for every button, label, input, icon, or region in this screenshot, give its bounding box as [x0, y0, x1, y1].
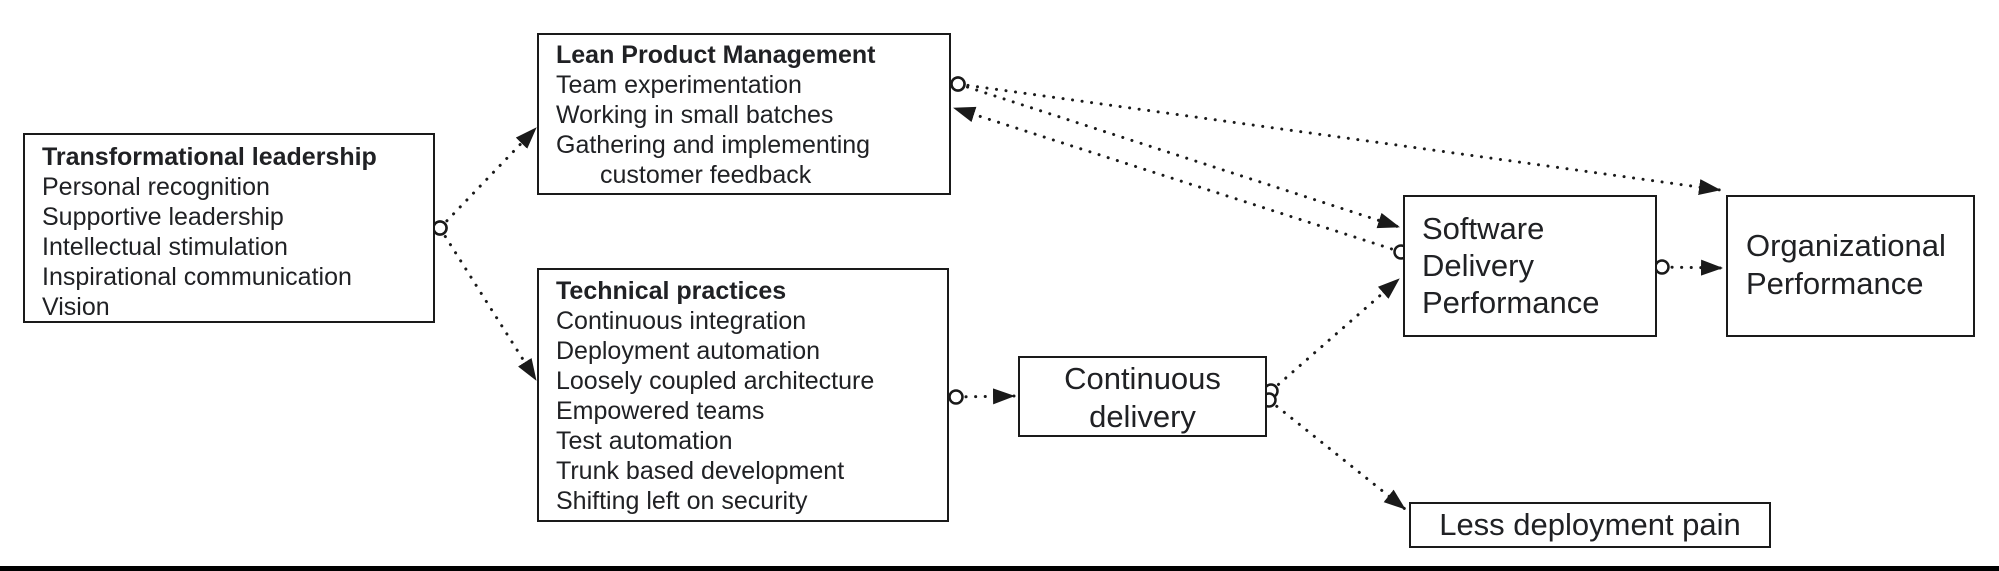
- box-item: Personal recognition: [42, 173, 270, 201]
- box-lean-product-management: Lean Product Management Team experimenta…: [537, 33, 951, 195]
- box-label-line: Delivery: [1422, 248, 1534, 283]
- box-item: Intellectual stimulation: [42, 233, 288, 261]
- box-item: Gathering and implementing: [556, 131, 871, 159]
- edge-software-delivery-performance-to-lean-product-management: [952, 106, 1393, 251]
- box-item-continuation: customer feedback: [600, 161, 812, 189]
- bottom-rule: [0, 566, 1999, 571]
- box-transformational-leadership: Transformational leadership Personal rec…: [23, 133, 435, 323]
- box-label-line: delivery: [1089, 399, 1196, 434]
- box-item: Vision: [42, 293, 110, 321]
- edge-technical-practices-to-continuous-delivery: [964, 388, 1016, 405]
- box-title: Transformational leadership: [42, 143, 377, 171]
- box-item: Working in small batches: [556, 101, 834, 129]
- box-item: Empowered teams: [556, 397, 765, 425]
- box-technical-practices: Technical practices Continuous integrati…: [537, 268, 949, 522]
- box-title: Technical practices: [556, 277, 787, 305]
- box-organizational-performance: Organizational Performance: [1726, 195, 1975, 337]
- box-item: Team experimentation: [556, 71, 802, 99]
- edge-source-circle-technical-practices: [948, 389, 964, 405]
- box-item: Continuous integration: [556, 307, 807, 335]
- box-label-line: Software: [1422, 211, 1545, 246]
- box-label-line: Performance: [1422, 285, 1600, 320]
- box-label-line: Organizational: [1746, 228, 1946, 263]
- box-item: Deployment automation: [556, 337, 821, 365]
- edge-continuous-delivery-to-software-delivery-performance: [1277, 277, 1401, 386]
- edge-source-circle-transformational-leadership: [432, 220, 448, 236]
- box-item: Supportive leadership: [42, 203, 284, 231]
- edge-continuous-delivery-to-less-deployment-pain: [1275, 404, 1407, 511]
- box-label-line: Performance: [1746, 266, 1924, 301]
- edge-software-delivery-performance-to-organizational-performance: [1670, 259, 1724, 276]
- edge-transformational-leadership-to-technical-practices: [443, 235, 538, 382]
- box-title: Lean Product Management: [556, 41, 876, 69]
- box-label-line: Continuous: [1064, 361, 1221, 396]
- box-item: Test automation: [556, 427, 733, 455]
- box-software-delivery-performance: Software Delivery Performance: [1403, 195, 1657, 337]
- box-continuous-delivery: Continuous delivery: [1018, 356, 1267, 437]
- box-item: Loosely coupled architecture: [556, 367, 875, 395]
- edge-source-circle-software-delivery-performance: [1654, 259, 1670, 275]
- edge-lean-product-management-to-software-delivery-performance: [966, 85, 1401, 229]
- box-item: Shifting left on security: [556, 487, 808, 515]
- box-less-deployment-pain: Less deployment pain: [1409, 502, 1771, 548]
- box-item: Inspirational communication: [42, 263, 352, 291]
- edge-transformational-leadership-to-lean-product-management: [445, 126, 538, 223]
- box-label: Less deployment pain: [1439, 507, 1741, 542]
- edge-source-circle-lean-product-management: [950, 76, 966, 92]
- edge-lean-product-management-to-organizational-performance: [966, 83, 1722, 196]
- box-item: Trunk based development: [556, 457, 845, 485]
